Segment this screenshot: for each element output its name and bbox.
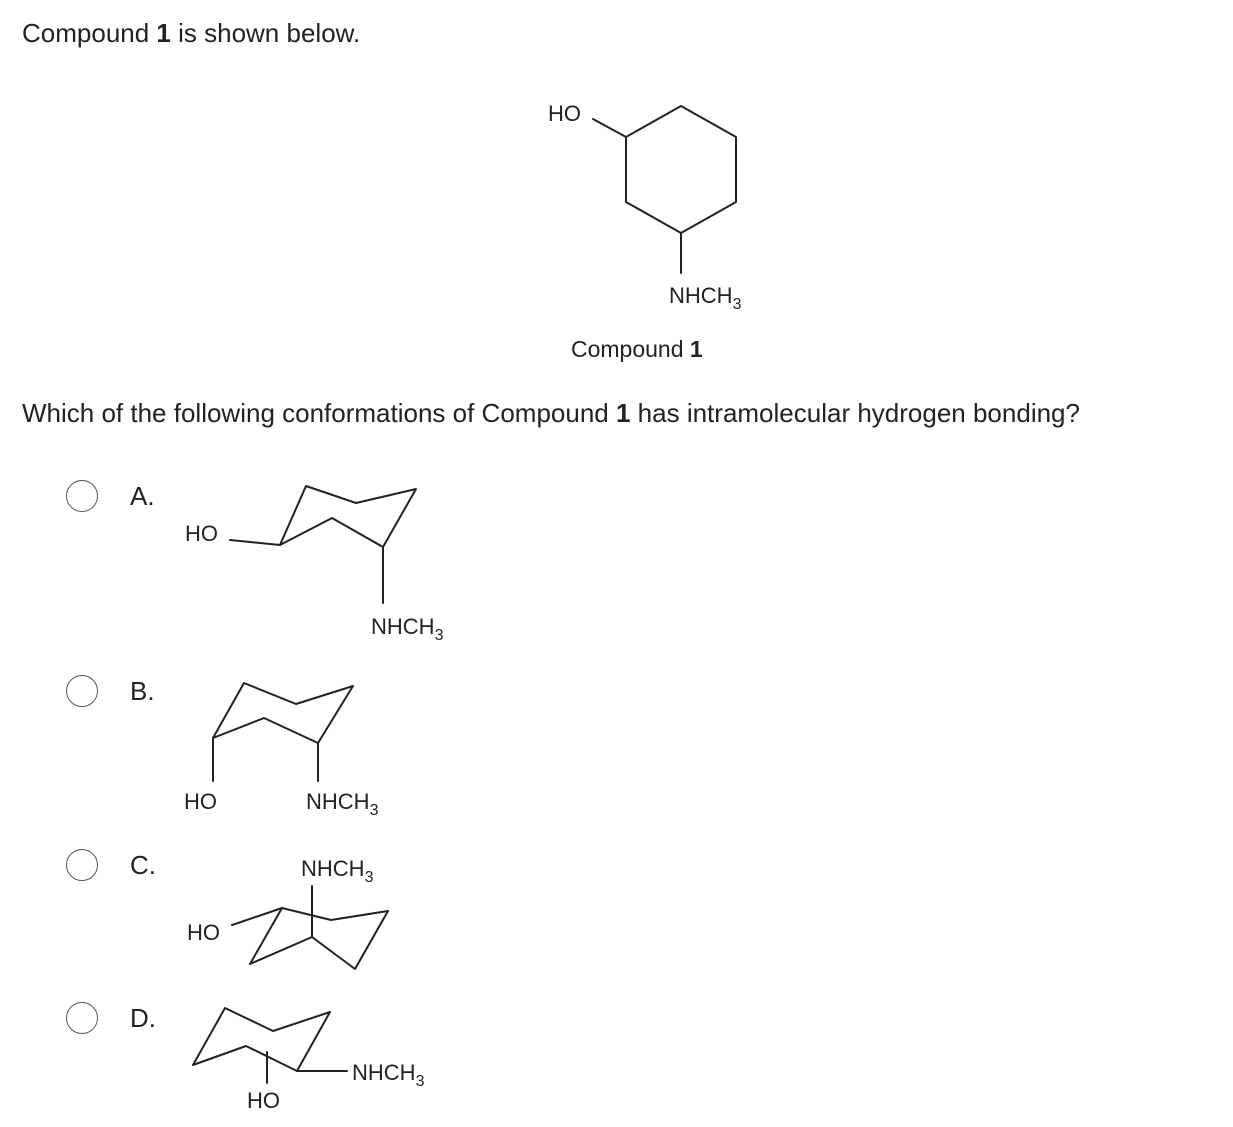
option-d-ho-label: HO bbox=[247, 1088, 280, 1113]
choice-a-letter[interactable]: A. bbox=[130, 481, 155, 511]
compound-amine-subscript: 3 bbox=[733, 296, 742, 313]
option-b-amine-subscript: 3 bbox=[370, 802, 379, 819]
option-a-ho-label: HO bbox=[185, 521, 218, 546]
choice-d-letter[interactable]: D. bbox=[130, 1003, 156, 1033]
choice-b[interactable]: B. bbox=[66, 675, 226, 719]
choice-b-letter[interactable]: B. bbox=[130, 676, 155, 706]
question-suffix: has intramolecular hydrogen bonding? bbox=[630, 398, 1080, 428]
question-prefix: Which of the following conformations of … bbox=[22, 398, 616, 428]
question-compound-number: 1 bbox=[615, 398, 631, 428]
option-c-amine-label: NHCH3 bbox=[301, 856, 374, 886]
choice-c[interactable]: C. bbox=[66, 849, 226, 893]
compound-amine-text: NHCH bbox=[669, 283, 733, 308]
compound-amine-label: NHCH3 bbox=[669, 283, 742, 313]
choice-d-radio[interactable] bbox=[66, 1002, 98, 1034]
option-a-amine-label: NHCH3 bbox=[371, 614, 444, 644]
choice-c-letter[interactable]: C. bbox=[130, 850, 156, 880]
intro-prefix: Compound bbox=[22, 18, 157, 48]
option-d-amine-label: NHCH3 bbox=[352, 1060, 425, 1090]
option-d-ring bbox=[192, 1007, 331, 1072]
option-a-ho-bond bbox=[229, 539, 281, 546]
intro-compound-number: 1 bbox=[156, 18, 171, 48]
option-d-amine-text: NHCH bbox=[352, 1060, 416, 1085]
compound-caption: Compound 1 bbox=[571, 336, 703, 362]
compound-caption-number: 1 bbox=[690, 336, 703, 362]
choice-b-radio[interactable] bbox=[66, 675, 98, 707]
cyclohexane-ring bbox=[625, 105, 737, 234]
ho-bond bbox=[592, 118, 627, 138]
option-c-ring bbox=[249, 907, 389, 970]
option-b-ho-label: HO bbox=[184, 789, 217, 814]
intro-suffix: is shown below. bbox=[170, 18, 361, 48]
option-d-amine-subscript: 3 bbox=[416, 1073, 425, 1090]
compound-caption-prefix: Compound bbox=[571, 336, 690, 362]
option-a-ring bbox=[279, 485, 417, 548]
intro-text: Compound 1 is shown below. bbox=[22, 16, 360, 50]
choice-a[interactable]: A. bbox=[66, 480, 226, 524]
option-b-amine-label: NHCH3 bbox=[306, 789, 379, 819]
option-a-amine-text: NHCH bbox=[371, 614, 435, 639]
option-a-amine-subscript: 3 bbox=[435, 627, 444, 644]
choice-d[interactable]: D. bbox=[66, 1002, 226, 1046]
option-b-ring bbox=[212, 682, 354, 744]
option-c-structure: HO NHCH3 bbox=[187, 856, 389, 970]
compound-ho-label: HO bbox=[548, 101, 581, 126]
option-d-structure: HO NHCH3 bbox=[192, 1007, 425, 1113]
option-a-structure: HO NHCH3 bbox=[185, 485, 444, 644]
option-c-ho-bond bbox=[231, 907, 283, 926]
option-c-amine-text: NHCH bbox=[301, 856, 365, 881]
option-c-ho-label: HO bbox=[187, 920, 220, 945]
choice-a-radio[interactable] bbox=[66, 480, 98, 512]
option-b-structure: HO NHCH3 bbox=[184, 682, 379, 819]
choice-c-radio[interactable] bbox=[66, 849, 98, 881]
option-b-amine-text: NHCH bbox=[306, 789, 370, 814]
question-text: Which of the following conformations of … bbox=[22, 396, 1080, 430]
option-c-amine-subscript: 3 bbox=[365, 869, 374, 886]
